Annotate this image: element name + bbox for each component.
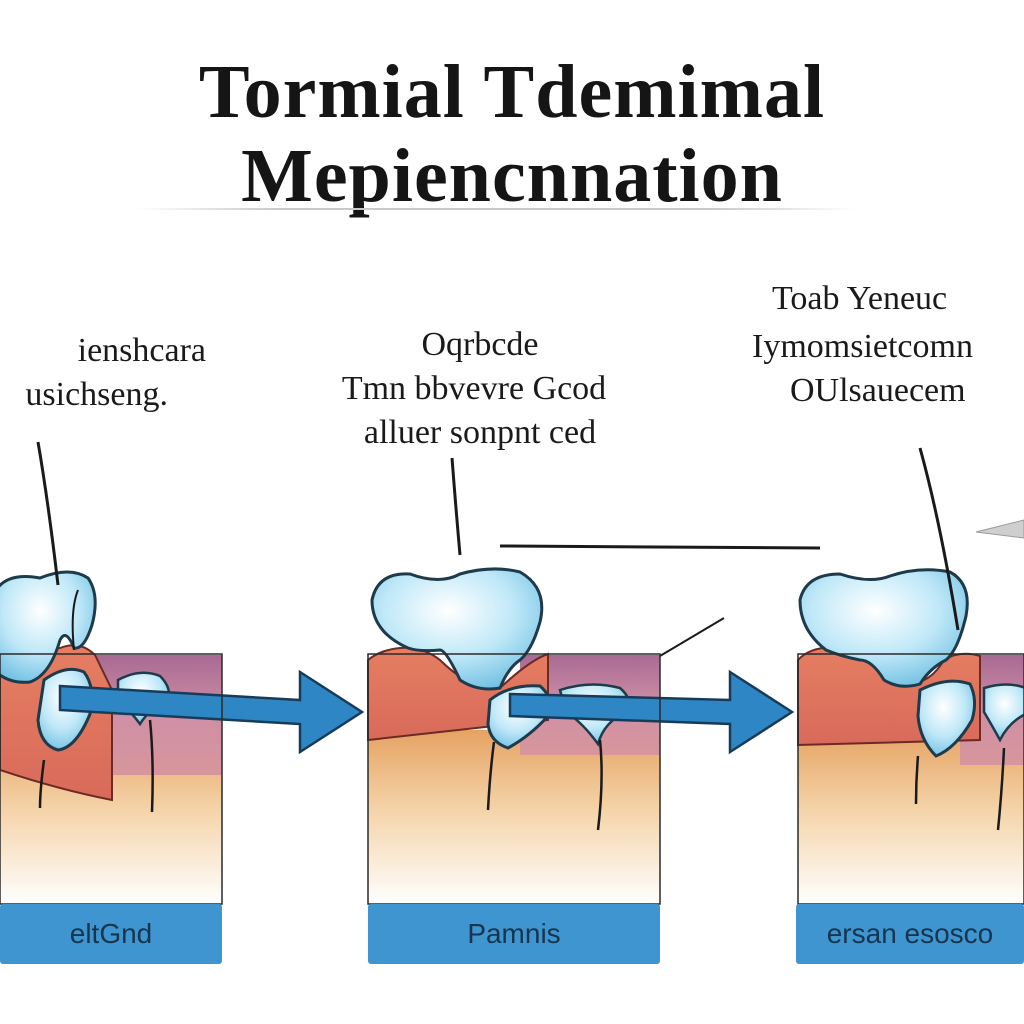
panel-1-annotation-line-2: usichseng. <box>25 376 168 413</box>
title-line-1: Tormial Tdemimal <box>198 50 826 134</box>
title-divider <box>135 208 855 210</box>
panel-3-annotation-line-1: Toab Yeneuc <box>772 280 948 317</box>
panel-3-annotation-line-2: Iymomsietcomn <box>752 328 973 365</box>
pointer-line <box>36 441 60 586</box>
root-line <box>148 719 154 813</box>
pointer-line <box>499 544 821 550</box>
pointer-line <box>71 589 79 651</box>
pointer-line <box>918 447 960 631</box>
pointer-line <box>975 519 1024 539</box>
tooth-fragment <box>982 683 1024 743</box>
pointer-line <box>659 617 725 657</box>
root-line <box>486 741 496 811</box>
tooth-fragment <box>916 679 977 758</box>
panel-2-caption-bar: Pamnis <box>368 904 660 964</box>
panel-3-caption-bar: ersan esosco <box>796 904 1024 964</box>
panel-2-annotation-line-3: alluer sonpnt ced <box>363 414 597 451</box>
root-line <box>596 739 603 831</box>
panel-1-caption: eltGnd <box>69 918 153 949</box>
panel-2-annotation-line-2: Tmn bbvevre Gcod <box>341 370 607 407</box>
panel-2-annotation-line-1: Oqrbcde <box>421 326 539 363</box>
root-zone <box>368 730 660 905</box>
panel-1-caption-bar: eltGnd <box>0 904 222 964</box>
stage-panel-2 <box>367 457 821 905</box>
title-line-2: Mepiencnnation <box>241 134 783 218</box>
panel-2-caption: Pamnis <box>467 918 561 949</box>
root-line <box>38 759 46 809</box>
stage-panel-1 <box>0 441 365 905</box>
root-line <box>996 747 1006 831</box>
stage-arrow <box>508 669 795 755</box>
root-line <box>914 755 920 805</box>
panel-1-annotation-line-1: ienshcara <box>77 332 206 369</box>
panel-3-caption: ersan esosco <box>826 918 994 949</box>
panel-3-annotation-line-3: OUlsauecem <box>790 372 966 409</box>
stage-panel-3 <box>797 447 1024 905</box>
stage-arrow <box>58 669 365 755</box>
pointer-line <box>450 457 462 556</box>
tooth-crown <box>798 568 969 688</box>
tooth-crown <box>370 567 544 691</box>
